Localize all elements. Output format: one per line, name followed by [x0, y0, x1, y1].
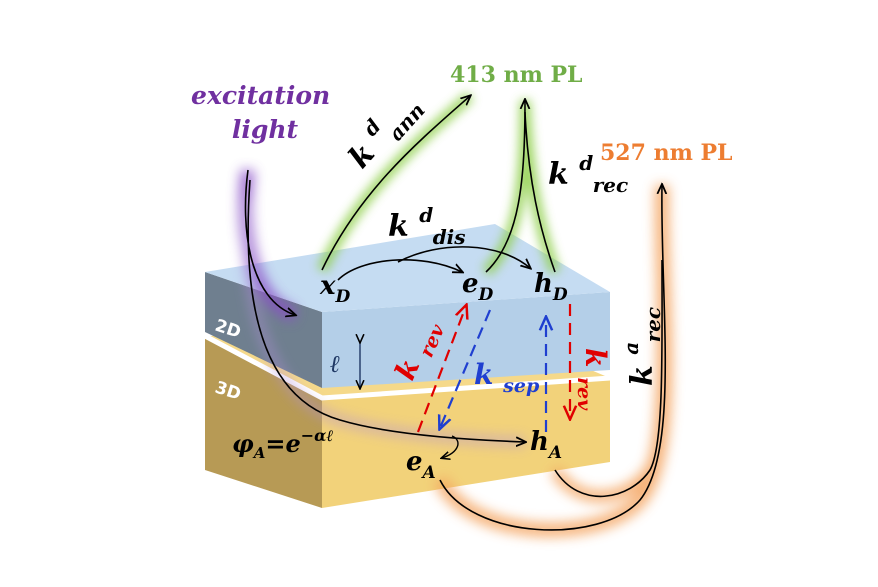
species-xD: xD [319, 271, 351, 307]
eD-sub: D [478, 285, 494, 305]
3d-layer-left-face [205, 336, 322, 508]
excitation-arrow-3d [247, 179, 525, 442]
excitation-arrow-2d [244, 169, 295, 315]
k-dis-base: k [388, 209, 409, 244]
species-eA: eA [406, 447, 436, 483]
k-rec-d-arrow-h [524, 111, 556, 273]
k-dis-sup: d [419, 203, 433, 227]
k-ann-label: k d ann [332, 78, 430, 179]
k-ann-sup: d [358, 114, 385, 140]
k-rec-a-arrow-h [554, 259, 663, 498]
svg-text:k a rec: k a rec [611, 307, 665, 386]
hD-base: h [534, 269, 553, 299]
k-rec-d-sub: rec [593, 173, 628, 197]
excitation-label: excitation light [191, 81, 339, 144]
hD-sub: D [552, 285, 568, 305]
excitation-label-line2: light [232, 115, 299, 144]
phi-eq: =e [265, 429, 300, 458]
species-hA: hA [530, 427, 562, 463]
species-hD: hD [534, 269, 568, 305]
species-eD: eD [462, 269, 494, 305]
eA-sub: A [421, 463, 436, 483]
k-sep-sub: sep [502, 375, 540, 397]
hA-base: h [530, 427, 549, 457]
k-dis-arrow-h [397, 246, 530, 268]
thickness-label: ℓ [330, 349, 340, 378]
k-sep-arrow-e [440, 309, 492, 428]
phi-exp: −αℓ [301, 426, 334, 445]
k-rev-right-sub: rev [573, 377, 595, 411]
k-rev-right-base: k [579, 348, 612, 367]
k-rec-d-sup: d [579, 151, 593, 175]
eA-base: e [406, 447, 423, 477]
k-rec-d-arrow-e [485, 100, 525, 273]
k-sep-base: k [474, 358, 493, 391]
excitation-label-line1: excitation [191, 81, 330, 110]
k-rec-a-base: k [625, 365, 660, 386]
k-dis-arrow-e [337, 259, 462, 281]
eD-base: e [462, 269, 479, 299]
k-ann-base: k [342, 136, 382, 175]
phi-formula: φA=e−αℓ [232, 426, 333, 462]
k-rec-d-base: k [548, 157, 569, 192]
k-rec-a-arrow-e [439, 185, 665, 531]
2d-layer-front-face [322, 292, 610, 388]
k-rec-d-label: k d rec [548, 143, 628, 197]
k-rev-label-right: k rev [573, 348, 612, 411]
phi-lhs-sub: A [252, 444, 266, 462]
k-rec-a-label: k a rec [611, 307, 665, 386]
k-sep-label: k sep [474, 358, 540, 397]
k-dis-sub: dis [433, 225, 466, 249]
svg-text:k rev: k rev [573, 348, 612, 411]
k-ann-arrow [321, 96, 470, 271]
k-rev-arrow-e [416, 306, 466, 433]
hA-sub: A [547, 443, 562, 463]
pl-413-label: 413 nm PL [450, 62, 583, 88]
k-rec-a-sub: rec [641, 307, 665, 342]
eA-relax-arrow [442, 435, 459, 458]
xD-sub: D [335, 287, 351, 307]
layer-gap [203, 333, 611, 401]
k-rec-a-sup: a [619, 342, 643, 355]
xD-base: x [319, 271, 336, 301]
pl-527-label: 527 nm PL [600, 140, 733, 166]
k-dis-label: k d dis [388, 195, 466, 249]
phi-lhs: φ [232, 429, 254, 458]
svg-text:k d ann: k d ann [332, 78, 430, 179]
